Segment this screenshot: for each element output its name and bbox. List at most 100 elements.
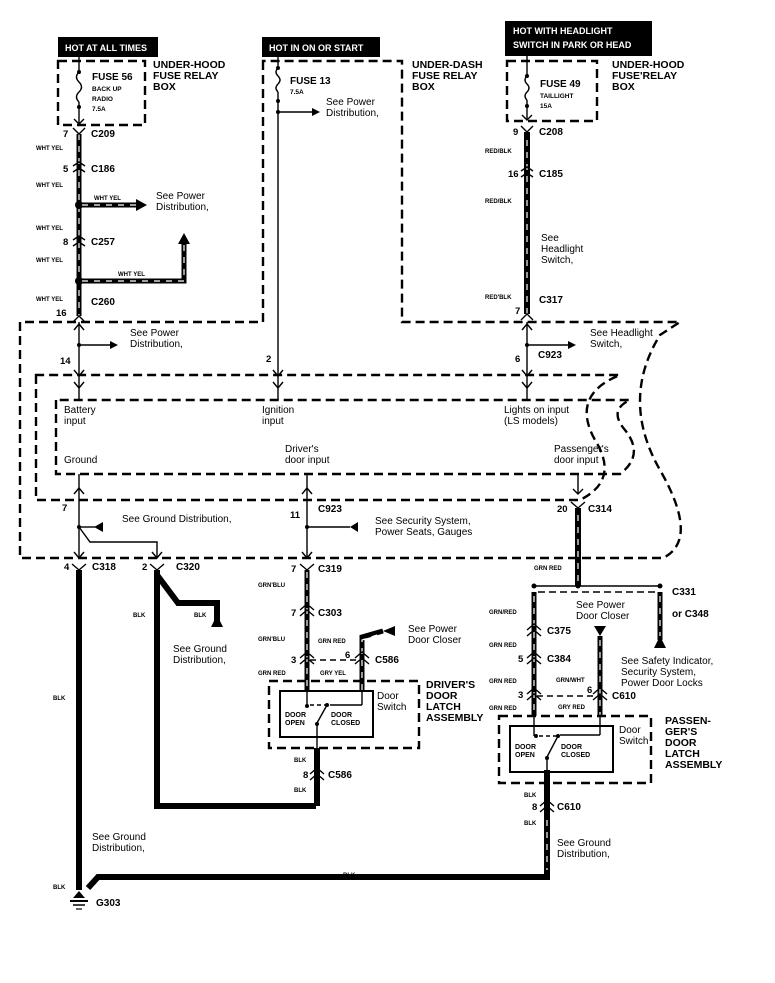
wire-color: GRN/RED	[489, 610, 517, 616]
fuse-rating: 15A	[540, 103, 552, 110]
door-closed-label: DOOR	[561, 744, 582, 751]
pin-number: 6	[345, 650, 350, 661]
note-see-ground: See Ground	[557, 838, 611, 849]
connector-c331: C331	[672, 587, 696, 598]
input-ignition: Ignition	[262, 405, 294, 416]
driver-latch-title: ASSEMBLY	[426, 712, 483, 724]
note-see-headlight: Headlight	[541, 244, 583, 255]
driver-latch-title: DRIVER'S	[426, 679, 475, 691]
door-closed-label: CLOSED	[561, 752, 590, 759]
pin-number: 6	[587, 685, 592, 696]
passenger-latch-title: DOOR	[665, 737, 697, 749]
ground-g303: G303	[96, 898, 121, 909]
note-see-ground: Distribution,	[173, 655, 226, 666]
wire-color: BLK	[294, 788, 307, 794]
wire-color: BLK	[133, 613, 146, 619]
wire-color: WHT YEL	[36, 183, 63, 189]
box-label: UNDER-HOOD	[153, 59, 226, 71]
connector-c923: C923	[538, 350, 562, 361]
fuse-box-underhood-49: FUSE 49 TAILLIGHT 15A UNDER-HOOD FUSE'RE…	[505, 56, 685, 123]
pin-number: 7	[62, 503, 67, 514]
box-label: FUSE RELAY	[412, 70, 478, 82]
wire-color: WHT YEL	[36, 226, 63, 232]
connector-c209: C209	[91, 129, 115, 140]
passenger-door-wiring: 20 C314 GRN RED C331 or C348 GRN/RED C37…	[489, 501, 722, 877]
connector-c586: C586	[375, 655, 399, 666]
door-switch-label: Door	[377, 691, 399, 702]
wire-color: GRN RED	[489, 643, 517, 649]
door-switch-label: Switch	[619, 736, 648, 747]
wire-color: GRN'BLU	[258, 637, 285, 643]
pin-number: 7	[515, 306, 520, 317]
connector-c610: C610	[612, 691, 636, 702]
input-passenger-door: Passenger's	[554, 444, 609, 455]
wire-color: RED'BLK	[485, 295, 512, 301]
connector-c317: C317	[539, 295, 563, 306]
note-see-power-dist: See Power	[130, 328, 180, 339]
box-label: UNDER-DASH	[412, 59, 483, 71]
fuse-box-underhood-56: FUSE 56 BACK UP RADIO 7.5A UNDER-HOOD FU…	[56, 57, 226, 127]
fuse-desc: BACK UP	[92, 86, 122, 93]
wire-color: GRN'BLU	[258, 583, 285, 589]
fuse-desc: RADIO	[92, 96, 113, 103]
fuse-label: FUSE 49	[540, 79, 581, 90]
box-label: BOX	[412, 81, 435, 93]
input-driver-door: door input	[285, 455, 330, 466]
wire-color: GRN RED	[258, 671, 286, 677]
wire-color: RED/BLK	[485, 149, 512, 155]
note-see-ground: Distribution,	[92, 843, 145, 854]
wire-column-battery	[72, 127, 190, 323]
box-label: BOX	[612, 81, 635, 93]
note-see-door-closer: Door Closer	[408, 635, 462, 646]
pin-number: 7	[291, 608, 296, 619]
wire-color: BLK	[343, 873, 356, 879]
pin-number: 16	[56, 308, 67, 319]
note-see-headlight: Switch,	[590, 339, 622, 350]
box-label: FUSE'RELAY	[612, 70, 677, 82]
header-hot-with-headlight: HOT WITH HEADLIGHT SWITCH IN PARK OR HEA…	[505, 21, 652, 56]
header-hot-at-all-times: HOT AT ALL TIMES	[58, 37, 158, 57]
header-text: HOT IN ON OR START	[269, 43, 364, 53]
pin-number: 2	[142, 562, 147, 573]
connector-c186: C186	[91, 164, 115, 175]
note-see-power-dist: Distribution,	[326, 108, 379, 119]
passenger-latch-title: LATCH	[665, 748, 700, 760]
fuse-box-underdash-13: FUSE 13 7.5A See Power Distribution, UND…	[18, 57, 685, 560]
wire-color: BLK	[524, 821, 537, 827]
header-text-line1: HOT WITH HEADLIGHT	[513, 26, 613, 36]
door-open-label: OPEN	[515, 752, 535, 759]
box-label: BOX	[153, 81, 176, 93]
note-see-power-dist: Distribution,	[156, 202, 209, 213]
header-text: HOT AT ALL TIMES	[65, 43, 147, 53]
input-ignition: input	[262, 416, 284, 427]
wire-color: WHT YEL	[36, 146, 63, 152]
wire-color: WHT YEL	[36, 258, 63, 264]
connector-c319: C319	[318, 564, 342, 575]
pin-number: 7	[291, 564, 296, 575]
wire-color: WHT YEL	[36, 297, 63, 303]
driver-latch-title: LATCH	[426, 701, 461, 713]
pin-number: 20	[557, 504, 568, 515]
ground-symbol-icon	[70, 891, 88, 910]
wire-color: BLK	[53, 885, 66, 891]
note-see-ground: See Ground	[92, 832, 146, 843]
wire-color: BLK	[53, 696, 66, 702]
header-hot-in-on-or-start: HOT IN ON OR START	[262, 37, 380, 57]
pin-number: 9	[513, 127, 518, 138]
note-see-security: See Security System,	[375, 516, 471, 527]
connector-c384: C384	[547, 654, 571, 665]
connector-c923: C923	[318, 504, 342, 515]
wire-color: GRN RED	[489, 706, 517, 712]
door-closed-label: CLOSED	[331, 720, 360, 727]
note-see-safety: Security System,	[621, 667, 696, 678]
pin-number: 3	[518, 690, 523, 701]
door-open-label: DOOR	[515, 744, 536, 751]
connector-or-c348: or C348	[672, 609, 709, 620]
pin-number: 8	[532, 802, 537, 813]
note-see-door-closer: Door Closer	[576, 611, 630, 622]
note-see-door-closer: See Power	[576, 600, 626, 611]
connector-c257: C257	[91, 237, 115, 248]
wire-color: BLK	[524, 793, 537, 799]
pin-number: 6	[515, 354, 520, 365]
pin-number: 11	[290, 510, 301, 521]
